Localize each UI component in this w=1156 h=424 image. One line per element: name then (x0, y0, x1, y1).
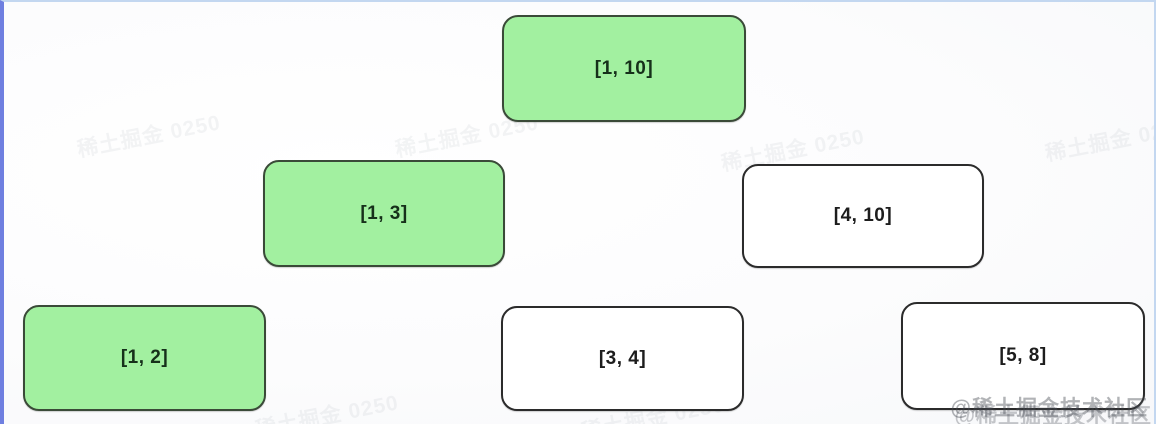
background-watermark: 稀土掘金 0250 (253, 391, 401, 424)
tree-node-label: [1, 2] (120, 347, 169, 368)
tree-node-leaf-right: [5, 8] (901, 302, 1145, 410)
tree-node-leaf-left: [1, 2] (23, 305, 266, 411)
tree-node-leaf-middle: [3, 4] (501, 306, 744, 411)
tree-node-right-child: [4, 10] (742, 164, 984, 268)
tree-node-label: [1, 3] (360, 202, 408, 224)
tree-node-label: [4, 10] (833, 205, 893, 226)
tree-node-root: [1, 10] (502, 15, 746, 122)
background-watermark: 稀土掘金 0250 (75, 111, 223, 162)
tree-node-label: [1, 10] (594, 57, 654, 79)
tree-node-left-child: [1, 3] (263, 160, 505, 267)
background-watermark: 稀土掘金 0250 (1043, 115, 1156, 166)
tree-node-label: [5, 8] (999, 345, 1047, 366)
tree-node-label: [3, 4] (598, 347, 647, 369)
